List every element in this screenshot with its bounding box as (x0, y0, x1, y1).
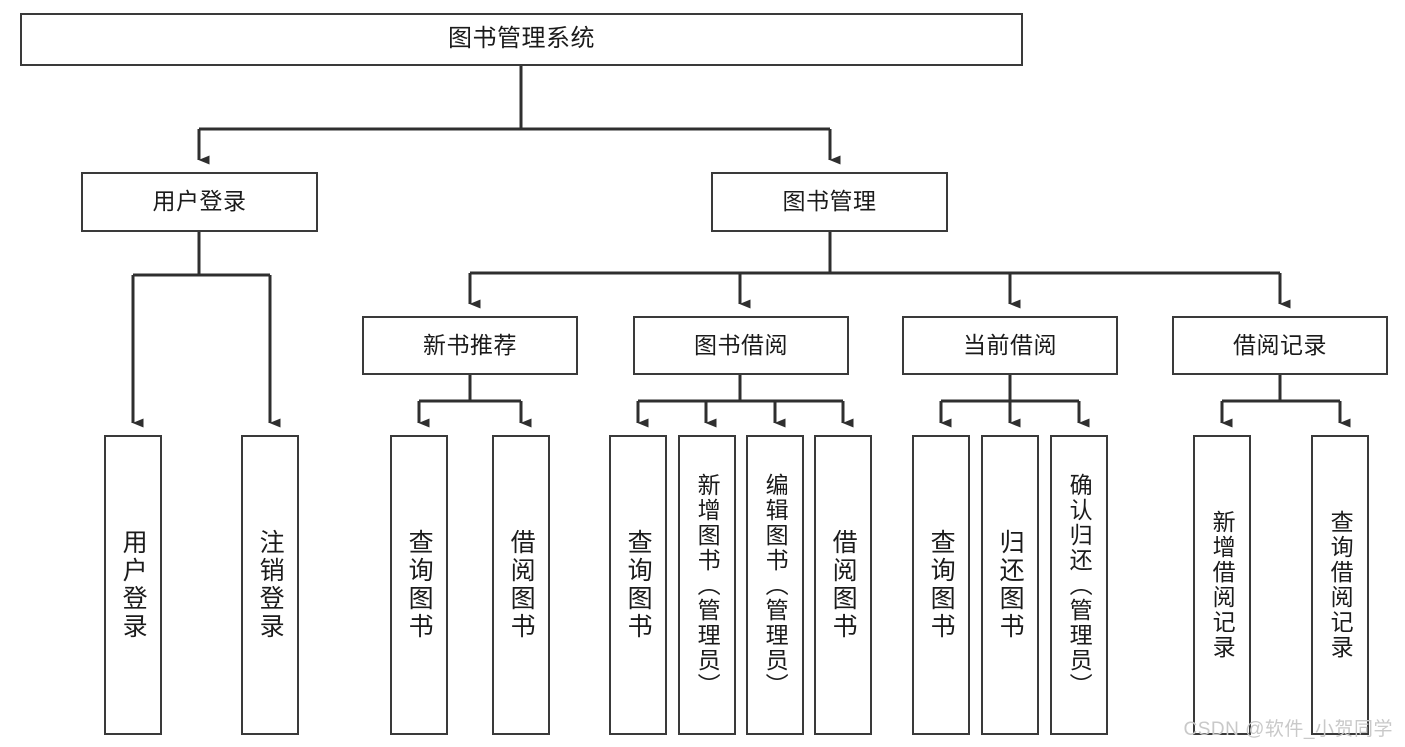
node-label: 新增借阅记录 (1209, 510, 1236, 660)
node-user-login[interactable]: 用户登录 (81, 172, 318, 232)
node-root-book-management-system[interactable]: 图书管理系统 (20, 13, 1023, 66)
node-label: 用户登录 (152, 188, 247, 215)
node-label: 用户登录 (119, 529, 148, 641)
node-label: 新增图书（管理员） (694, 472, 721, 698)
node-label: 图书借阅 (694, 331, 788, 358)
node-book-management[interactable]: 图书管理 (711, 172, 948, 232)
node-borrow-record[interactable]: 借阅记录 (1172, 316, 1388, 375)
node-label: 查询图书 (927, 529, 956, 641)
node-label: 注销登录 (256, 529, 285, 641)
node-label: 借阅图书 (507, 529, 536, 641)
node-label: 新书推荐 (423, 331, 517, 358)
node-label: 借阅记录 (1233, 331, 1327, 358)
leaf-record-add-borrow-record[interactable]: 新增借阅记录 (1193, 435, 1251, 735)
leaf-current-return-book[interactable]: 归还图书 (981, 435, 1039, 735)
node-label: 归还图书 (996, 529, 1025, 641)
node-label: 确认归还（管理员） (1066, 472, 1093, 698)
leaf-user-login-logout[interactable]: 注销登录 (241, 435, 299, 735)
leaf-borrow-query-book[interactable]: 查询图书 (609, 435, 667, 735)
leaf-current-confirm-return-admin[interactable]: 确认归还（管理员） (1050, 435, 1108, 735)
node-label: 编辑图书（管理员） (762, 472, 789, 698)
leaf-record-query-borrow-record[interactable]: 查询借阅记录 (1311, 435, 1369, 735)
node-book-borrow[interactable]: 图书借阅 (633, 316, 849, 375)
node-label: 查询图书 (405, 529, 434, 641)
node-current-borrow[interactable]: 当前借阅 (902, 316, 1118, 375)
leaf-borrow-add-book-admin[interactable]: 新增图书（管理员） (678, 435, 736, 735)
node-label: 图书管理系统 (448, 25, 595, 53)
node-label: 查询借阅记录 (1327, 510, 1354, 660)
leaf-borrow-borrow-book[interactable]: 借阅图书 (814, 435, 872, 735)
leaf-current-query-book[interactable]: 查询图书 (912, 435, 970, 735)
leaf-user-login-login[interactable]: 用户登录 (104, 435, 162, 735)
leaf-recommend-borrow-book[interactable]: 借阅图书 (492, 435, 550, 735)
node-label: 图书管理 (782, 188, 877, 215)
node-label: 借阅图书 (829, 529, 858, 641)
csdn-watermark: CSDN @软件_小贺同学 (1183, 719, 1393, 740)
node-label: 查询图书 (624, 529, 653, 641)
leaf-recommend-query-book[interactable]: 查询图书 (390, 435, 448, 735)
node-label: 当前借阅 (963, 331, 1057, 358)
leaf-borrow-edit-book-admin[interactable]: 编辑图书（管理员） (746, 435, 804, 735)
node-new-book-recommend[interactable]: 新书推荐 (362, 316, 578, 375)
